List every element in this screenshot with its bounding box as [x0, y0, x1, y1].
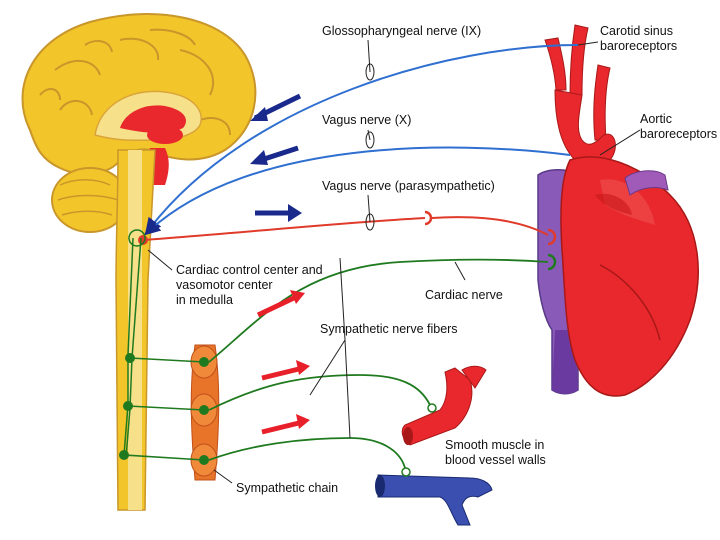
- label-leader-lines: [147, 39, 641, 484]
- sympathetic-fibers-text: Sympathetic nerve fibers: [320, 322, 458, 336]
- sympathetic-fibers-label: Sympathetic nerve fibers: [320, 322, 458, 337]
- parasympathetic-nerve-path: [138, 210, 557, 246]
- vagus-text: Vagus nerve (X): [322, 113, 412, 127]
- sympathetic-chain-label: Sympathetic chain: [236, 481, 338, 496]
- aortic-line1: Aortic: [640, 112, 672, 126]
- vein-segment: [375, 474, 493, 526]
- cardiac-center-line1: Cardiac control center and: [176, 263, 323, 277]
- smooth-muscle-line2: blood vessel walls: [445, 453, 546, 467]
- smooth-muscle-line1: Smooth muscle in: [445, 438, 545, 452]
- smooth-muscle-label: Smooth muscle in blood vessel walls: [445, 438, 546, 468]
- carotid-line1: Carotid sinus: [600, 24, 673, 38]
- carotid-sinus-label: Carotid sinus baroreceptors: [600, 24, 677, 54]
- cerebellum: [51, 167, 129, 233]
- glossopharyngeal-label: Glossopharyngeal nerve (IX): [322, 24, 481, 39]
- aortic-label: Aortic baroreceptors: [640, 112, 717, 142]
- direction-arrows: [250, 93, 310, 435]
- cardiac-nerve-label: Cardiac nerve: [425, 288, 503, 303]
- glossopharyngeal-text: Glossopharyngeal nerve (IX): [322, 24, 482, 38]
- cardiac-center-line2: vasomotor center: [176, 278, 273, 292]
- aortic-line2: baroreceptors: [640, 127, 718, 141]
- vagus-parasympathetic-label: Vagus nerve (parasympathetic): [322, 179, 495, 194]
- cardiac-nerve-text: Cardiac nerve: [425, 288, 503, 302]
- heart-illustration: [537, 24, 699, 397]
- vagus-nerve-path: [144, 131, 571, 236]
- cardiac-center-line3: in medulla: [176, 293, 233, 307]
- cardiac-control-center-label: Cardiac control center and vasomotor cen…: [176, 263, 323, 308]
- vagus-para-text: Vagus nerve (parasympathetic): [322, 179, 495, 193]
- vagus-label: Vagus nerve (X): [322, 113, 411, 128]
- carotid-line2: baroreceptors: [600, 39, 678, 53]
- sympathetic-chain-text: Sympathetic chain: [236, 481, 339, 495]
- artery-segment: [401, 365, 487, 446]
- sympathetic-nerve-path: [119, 229, 557, 477]
